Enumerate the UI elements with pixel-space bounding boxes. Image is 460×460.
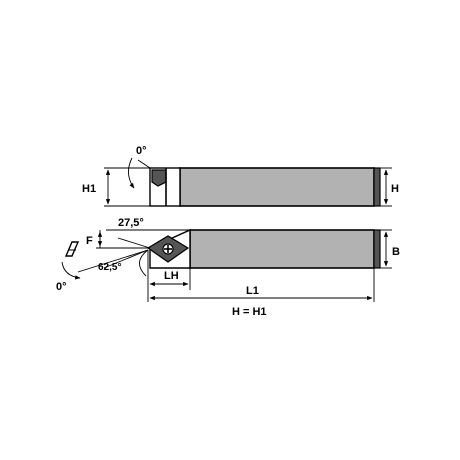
top-view [146,228,381,269]
angle-27-label: 27,5° [118,217,144,229]
f-label: F [86,235,93,247]
angle-62-label: 62,5° [98,262,121,273]
b-dimension: B [380,229,400,269]
h1-dimension: H1 [82,167,150,207]
f-dimension: F [86,230,150,249]
l1-label: L1 [246,285,259,297]
top-angle-label: 0° [136,145,147,157]
top-view-shank [189,229,375,269]
bottom-angle-label: 0° [56,281,67,293]
side-view-shank [179,167,375,207]
top-view-end-face [373,229,381,269]
lh-dimension: LH [147,250,191,302]
h-label: H [391,183,399,195]
h-dimension: H [380,167,399,207]
side-view-end-face [373,167,381,207]
side-view [149,167,381,207]
h-equals-h1-label: H = H1 [232,306,267,318]
top-angle-indicator: 0° [128,145,151,189]
angle-27-indicator: 27,5° [106,217,190,249]
l1-dimension: L1 [149,268,375,302]
insert-shape-icon [64,241,80,257]
b-label: B [392,246,400,258]
h1-label: H1 [82,183,96,195]
angle-62-indicator: 62,5° [98,249,149,277]
lh-label: LH [164,270,179,282]
side-view-insert [151,169,167,187]
bottom-angle-indicator: 0° [56,249,149,293]
